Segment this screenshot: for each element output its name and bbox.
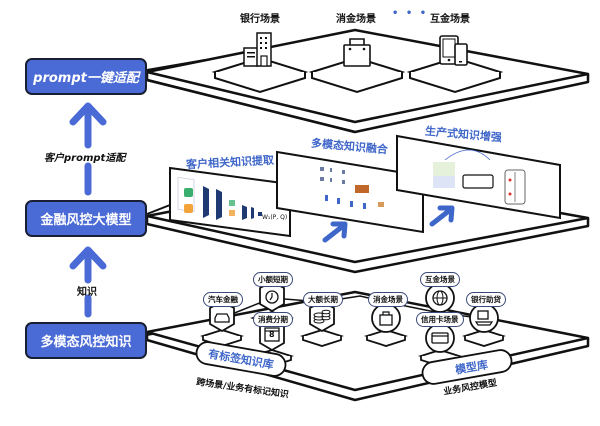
upper-arrow (69, 102, 107, 196)
multimodal-knowledge-label: 多模态风控知识 (40, 335, 132, 350)
panel-multimodal-fusion (276, 150, 424, 234)
scene-internet-label: 互金场景 (430, 14, 470, 25)
pedestal-bank (211, 56, 309, 94)
pill-installment: 消费分期 (253, 312, 293, 327)
multimodal-knowledge-box[interactable]: 多模态风控知识 (25, 322, 147, 359)
mobile-devices-icon (439, 35, 468, 66)
arrow-fusion-to-enhancement (429, 205, 455, 227)
lower-arrow (69, 246, 107, 318)
pedestal-consumer-finance (364, 329, 408, 347)
prompt-adaptation-box[interactable]: prompt一键适配 (25, 58, 147, 95)
bank-terminal-icon (469, 303, 499, 333)
bank-building-icon (243, 32, 272, 67)
pedestal-internet (406, 56, 504, 94)
panel-formula: W₁(P, Q) (262, 214, 288, 221)
shopping-bag-icon (343, 38, 371, 67)
shopping-bag-icon (371, 303, 401, 333)
credit-card-icon (425, 323, 455, 353)
car-icon (209, 300, 235, 333)
knowledge-label: 知识 (77, 287, 97, 298)
scene-bank-label: 银行场景 (240, 14, 280, 25)
arrow-extraction-to-fusion (322, 221, 348, 243)
prompt-adaptation-label: prompt一键适配 (33, 71, 139, 86)
customer-prompt-label: 客户prompt适配 (44, 153, 126, 164)
panel-knowledge-extraction (169, 166, 291, 238)
globe-icon (425, 283, 455, 313)
calendar-icon (259, 318, 285, 352)
coins-icon (309, 300, 335, 333)
financial-risk-model-label: 金融风控大模型 (40, 213, 132, 228)
calendar-day: 8 (269, 330, 275, 339)
panel-generative-enhancement (396, 134, 561, 220)
pill-bank-loan: 银行助贷 (466, 292, 506, 307)
pill-large-long: 大额长期 (303, 292, 343, 307)
ellipsis-dots: • • • (392, 8, 429, 19)
pill-internet-finance: 互金场景 (420, 272, 460, 287)
scene-consumer-label: 消金场景 (336, 14, 376, 25)
pill-consumer-finance: 消金场景 (368, 292, 408, 307)
financial-risk-model-box[interactable]: 金融风控大模型 (25, 200, 147, 237)
pedestal-long (300, 329, 344, 347)
pill-small-short: 小额短期 (253, 272, 293, 287)
pedestal-consumer (308, 56, 406, 94)
left-library-pill (195, 341, 287, 377)
pedestal-bank-loan (462, 329, 506, 347)
right-library-pill (421, 349, 513, 385)
pill-car-finance: 汽车金融 (203, 292, 243, 307)
pill-credit-card: 信用卡场景 (416, 312, 464, 327)
